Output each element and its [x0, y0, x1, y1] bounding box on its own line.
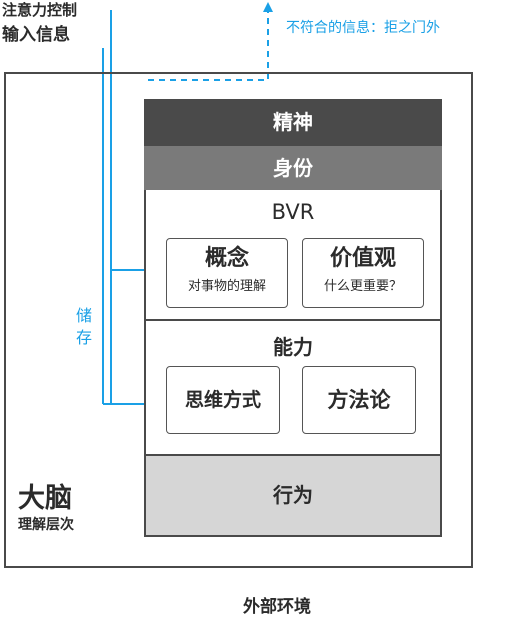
card-concept-subtitle: 对事物的理解	[187, 279, 266, 295]
ability-title: 能力	[273, 335, 313, 359]
environment-label: 外部环境	[243, 597, 311, 617]
reject-dashed-path	[148, 10, 269, 81]
card-thinking-style: 思维方式	[166, 366, 280, 434]
reject-arrowhead	[263, 2, 273, 12]
brain-title: 大脑	[18, 483, 72, 514]
card-concept: 概念 对事物的理解	[166, 238, 288, 308]
reject-info-label: 不符合的信息：拒之门外	[286, 20, 440, 36]
layer-behavior: 行为	[144, 454, 442, 537]
brain-subtitle: 理解层次	[18, 517, 74, 533]
card-methodology: 方法论	[302, 366, 416, 434]
brain-container	[4, 72, 473, 568]
storage-label: 储存	[76, 306, 93, 347]
layer-spirit: 精神	[144, 99, 442, 146]
card-values-title: 价值观	[329, 246, 396, 271]
bvr-title: BVR	[271, 200, 315, 224]
layer-identity: 身份	[144, 146, 442, 190]
card-values: 价值观 什么更重要？	[302, 238, 424, 308]
card-values-subtitle: 什么更重要？	[323, 279, 402, 295]
card-concept-title: 概念	[204, 246, 249, 271]
attention-control-label: 注意力控制	[2, 1, 78, 19]
input-info-label: 输入信息	[2, 25, 70, 45]
